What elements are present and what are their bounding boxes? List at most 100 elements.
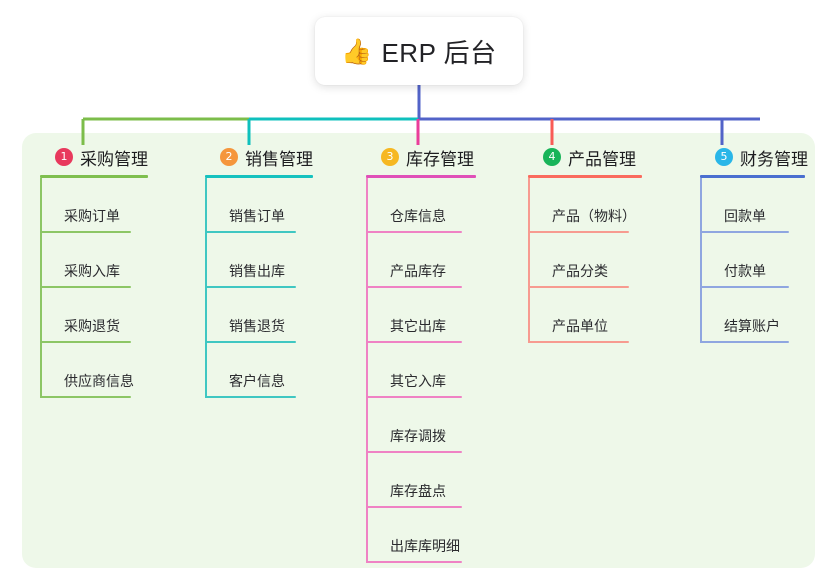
column-number-badge: 3 [381, 148, 399, 166]
leaf-item-underline [367, 451, 462, 453]
leaf-item-underline [41, 341, 131, 343]
thumbs-up-icon: 👍 [341, 36, 373, 66]
leaf-item-label: 仓库信息 [390, 208, 446, 224]
column-underline [205, 175, 313, 178]
leaf-item-underline [206, 341, 296, 343]
leaf-item[interactable]: 销售出库 [205, 233, 325, 288]
leaf-item[interactable]: 产品分类 [528, 233, 654, 288]
column-3: 3 库存管理仓库信息产品库存其它出库其它入库库存调拨库存盘点出库库明细 [366, 144, 486, 563]
leaf-item-underline [529, 341, 629, 343]
column-5: 5 财务管理回款单付款单结算账户 [700, 144, 812, 343]
leaf-item[interactable]: 销售退货 [205, 288, 325, 343]
leaf-item-label: 其它入库 [390, 373, 446, 389]
leaf-item-label: 付款单 [724, 263, 766, 279]
column-4: 4 产品管理产品（物料） 产品分类产品单位 [528, 144, 654, 343]
column-title: 产品管理 [568, 149, 636, 169]
leaf-item-label: 结算账户 [724, 318, 780, 334]
leaf-item[interactable]: 供应商信息 [40, 343, 160, 398]
leaf-item-underline [367, 561, 462, 563]
leaf-item[interactable]: 结算账户 [700, 288, 812, 343]
column-number-badge: 4 [543, 148, 561, 166]
leaf-spine [366, 178, 368, 563]
root-node-title: ERP 后台 [381, 37, 497, 68]
column-underline [700, 175, 805, 178]
column-underline [366, 175, 476, 178]
leaf-item[interactable]: 其它入库 [366, 343, 486, 398]
column-title: 库存管理 [406, 149, 474, 169]
column-underline [40, 175, 148, 178]
leaf-item-label: 客户信息 [229, 373, 285, 389]
leaf-item[interactable]: 库存盘点 [366, 453, 486, 508]
column-header-5[interactable]: 5 财务管理 [700, 144, 812, 170]
leaf-item-underline [41, 396, 131, 398]
leaf-item-underline [529, 286, 629, 288]
leaf-item-label: 产品库存 [390, 263, 446, 279]
column-title: 销售管理 [245, 149, 313, 169]
column-header-4[interactable]: 4 产品管理 [528, 144, 654, 170]
leaf-item-underline [367, 286, 462, 288]
leaf-spine [205, 178, 207, 398]
leaf-item[interactable]: 采购退货 [40, 288, 160, 343]
leaf-item[interactable]: 产品单位 [528, 288, 654, 343]
leaf-item-label: 其它出库 [390, 318, 446, 334]
leaf-item-underline [206, 396, 296, 398]
leaf-item-label: 库存盘点 [390, 483, 446, 499]
leaf-item[interactable]: 产品（物料） [528, 178, 654, 233]
column-header-1[interactable]: 1 采购管理 [40, 144, 160, 170]
column-title: 采购管理 [80, 149, 148, 169]
column-number-badge: 5 [715, 148, 733, 166]
leaf-item-label: 销售出库 [229, 263, 285, 279]
root-node-erp-backend[interactable]: 👍 ERP 后台 [315, 17, 523, 85]
leaf-item-label: 销售退货 [229, 318, 285, 334]
leaf-item-underline [206, 286, 296, 288]
leaf-item-label: 产品单位 [552, 318, 608, 334]
leaf-list: 仓库信息产品库存其它出库其它入库库存调拨库存盘点出库库明细 [366, 178, 486, 563]
leaf-item-underline [367, 341, 462, 343]
leaf-item-underline [41, 231, 131, 233]
leaf-item-label: 产品（物料） [552, 208, 636, 224]
leaf-item[interactable]: 库存调拨 [366, 398, 486, 453]
leaf-item-label: 采购订单 [64, 208, 120, 224]
diagram-background-panel [22, 133, 815, 568]
leaf-item[interactable]: 其它出库 [366, 288, 486, 343]
leaf-item-label: 回款单 [724, 208, 766, 224]
column-underline [528, 175, 642, 178]
leaf-item[interactable]: 回款单 [700, 178, 812, 233]
leaf-item[interactable]: 出库库明细 [366, 508, 486, 563]
leaf-item-label: 库存调拨 [390, 428, 446, 444]
leaf-item-label: 出库库明细 [390, 538, 460, 554]
leaf-item-underline [701, 341, 789, 343]
leaf-item[interactable]: 仓库信息 [366, 178, 486, 233]
leaf-item[interactable]: 产品库存 [366, 233, 486, 288]
column-number-badge: 1 [55, 148, 73, 166]
leaf-item-underline [367, 396, 462, 398]
leaf-item-label: 采购退货 [64, 318, 120, 334]
leaf-item-underline [529, 231, 629, 233]
column-header-3[interactable]: 3 库存管理 [366, 144, 486, 170]
column-title: 财务管理 [740, 149, 808, 169]
leaf-item[interactable]: 销售订单 [205, 178, 325, 233]
leaf-spine [40, 178, 42, 398]
leaf-item-label: 供应商信息 [64, 373, 134, 389]
leaf-list: 采购订单采购入库采购退货供应商信息 [40, 178, 160, 398]
leaf-item-underline [367, 231, 462, 233]
column-1: 1 采购管理采购订单采购入库采购退货供应商信息 [40, 144, 160, 398]
leaf-list: 回款单付款单结算账户 [700, 178, 812, 343]
leaf-item-underline [41, 286, 131, 288]
leaf-list: 销售订单销售出库销售退货客户信息 [205, 178, 325, 398]
leaf-spine [700, 178, 702, 343]
leaf-item[interactable]: 采购入库 [40, 233, 160, 288]
leaf-item-label: 销售订单 [229, 208, 285, 224]
leaf-item-label: 产品分类 [552, 263, 608, 279]
leaf-item-underline [701, 231, 789, 233]
leaf-item[interactable]: 采购订单 [40, 178, 160, 233]
leaf-spine [528, 178, 530, 343]
leaf-list: 产品（物料） 产品分类产品单位 [528, 178, 654, 343]
leaf-item[interactable]: 客户信息 [205, 343, 325, 398]
leaf-item-underline [206, 231, 296, 233]
leaf-item[interactable]: 付款单 [700, 233, 812, 288]
